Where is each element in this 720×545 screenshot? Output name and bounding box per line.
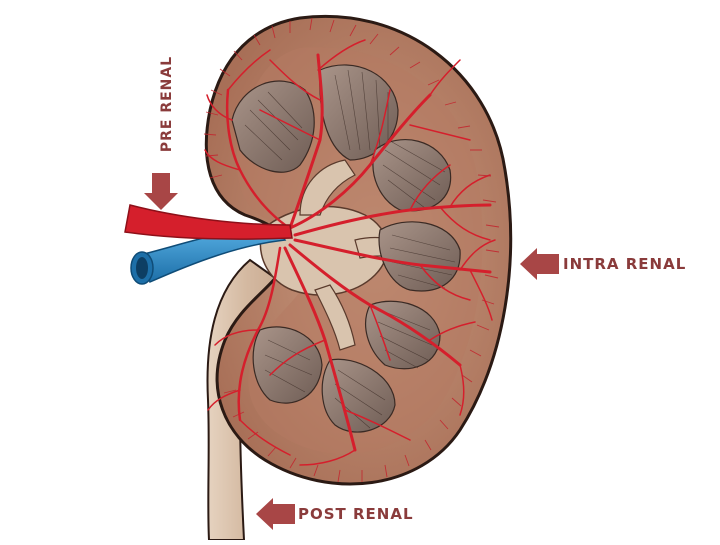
intra-renal-label: INTRA RENAL: [563, 255, 687, 273]
pyramid-4: [378, 221, 461, 292]
pyramid-striations: [244, 69, 456, 429]
pyramid-3: [372, 139, 452, 212]
pyramid-1: [231, 80, 315, 173]
arteriole-fringe: [203, 17, 500, 483]
renal-artery: [124, 204, 293, 240]
post-renal-label: POST RENAL: [298, 505, 414, 523]
down-arrow-icon: [144, 173, 178, 210]
calyx-lower: [314, 284, 356, 351]
left-arrow-icon: [520, 248, 559, 280]
renal-pyramids: [231, 64, 461, 433]
left-arrow-icon: [256, 498, 295, 530]
pyramid-5: [365, 300, 441, 370]
renal-vein-lumen: [136, 257, 148, 279]
renal-arteries: [204, 39, 496, 466]
calyx-upper: [299, 159, 356, 216]
pre-renal-label: PRE RENAL: [159, 55, 175, 153]
pyramid-7: [252, 326, 323, 404]
pyramid-6: [321, 358, 396, 433]
